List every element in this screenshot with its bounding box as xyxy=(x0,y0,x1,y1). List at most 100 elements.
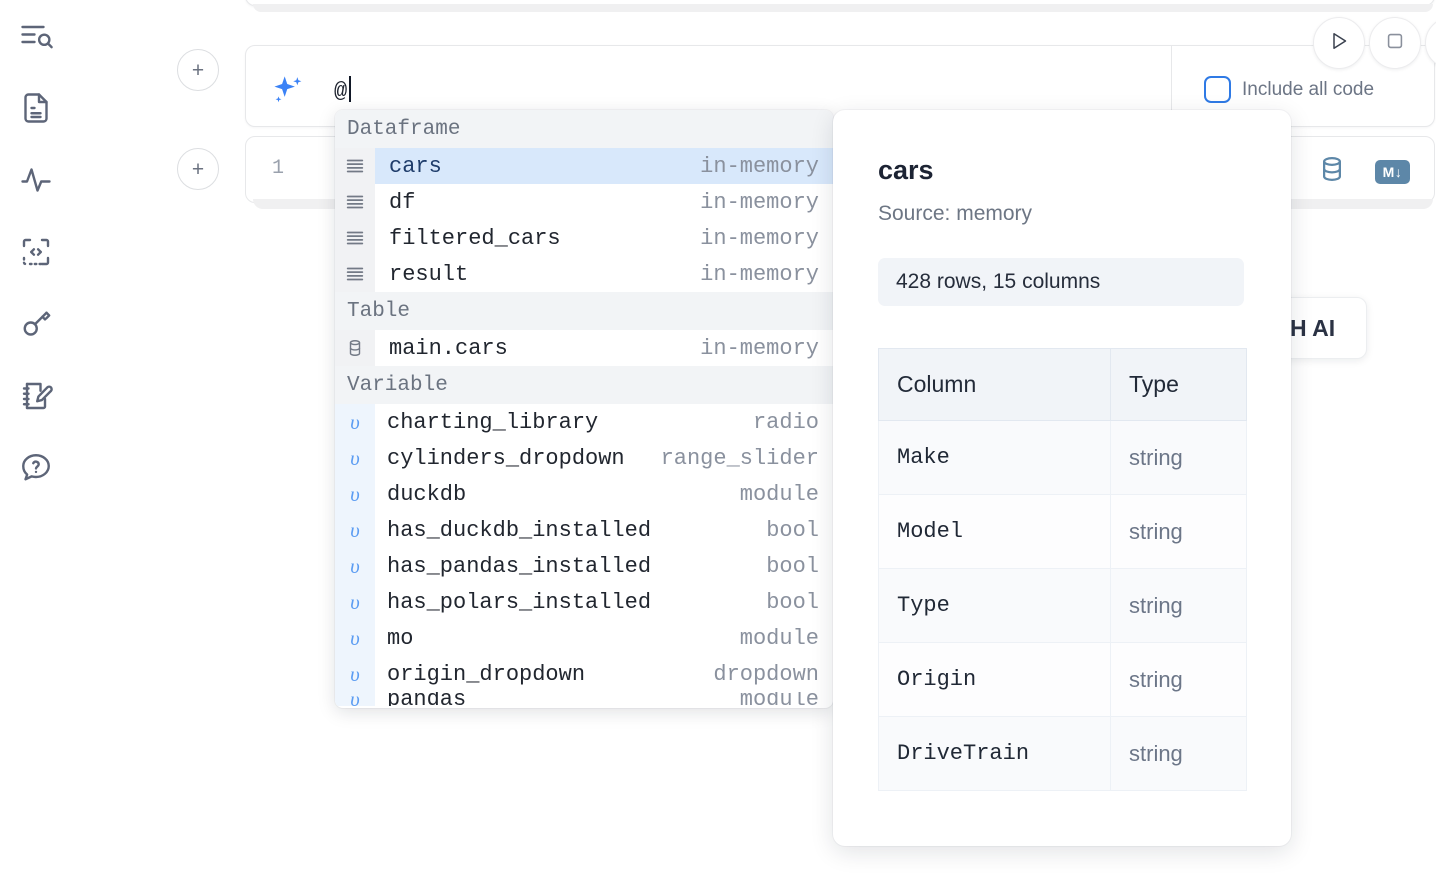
column-name-cell: DriveTrain xyxy=(878,716,1111,791)
variable-icon: υ xyxy=(335,440,375,476)
stop-button[interactable] xyxy=(1369,17,1421,69)
sidebar-item-help[interactable] xyxy=(14,446,58,490)
autocomplete-item[interactable]: υ charting_library radio xyxy=(335,404,833,440)
sidebar-item-outline[interactable] xyxy=(14,14,58,58)
autocomplete-item[interactable]: υ has_duckdb_installed bool xyxy=(335,512,833,548)
line-number: 1 xyxy=(272,157,285,180)
autocomplete-item[interactable]: υ cylinders_dropdown range_slider xyxy=(335,440,833,476)
plus-icon: + xyxy=(191,58,205,82)
ai-card-label: H AI xyxy=(1290,314,1336,341)
autocomplete-item-type: bool xyxy=(766,517,819,543)
sidebar-item-files[interactable] xyxy=(14,86,58,130)
autocomplete-item-type: bool xyxy=(766,589,819,615)
key-icon xyxy=(18,306,54,342)
autocomplete-item-name: filtered_cars xyxy=(389,225,561,251)
column-name-cell: Type xyxy=(878,568,1111,643)
database-icon[interactable] xyxy=(1317,154,1347,189)
autocomplete-item-type: in-memory xyxy=(700,261,819,287)
activity-pulse-icon xyxy=(18,162,54,198)
column-name-cell: Model xyxy=(878,494,1111,569)
autocomplete-item-name: has_pandas_installed xyxy=(387,553,652,579)
run-button[interactable] xyxy=(1313,17,1365,69)
sidebar-item-dependencies[interactable] xyxy=(14,158,58,202)
table-database-icon xyxy=(335,330,375,366)
plus-icon: + xyxy=(191,157,205,181)
autocomplete-item-type: radio xyxy=(752,409,819,435)
autocomplete-item-body: cylinders_dropdown range_slider xyxy=(375,440,833,476)
sidebar-item-scratchpad[interactable] xyxy=(14,374,58,418)
sidebar-item-secrets[interactable] xyxy=(14,302,58,346)
ai-cell-divider xyxy=(1171,46,1172,128)
autocomplete-item-body: has_polars_installed bool xyxy=(375,584,833,620)
autocomplete-item-name: charting_library xyxy=(387,409,599,435)
autocomplete-item-type: range_slider xyxy=(660,445,819,471)
outline-search-icon xyxy=(18,18,54,54)
autocomplete-item[interactable]: υ origin_dropdown dropdown xyxy=(335,656,833,692)
autocomplete-group-header: Dataframe xyxy=(335,110,833,148)
column-name-cell: Make xyxy=(878,420,1111,495)
sidebar-item-snippets[interactable] xyxy=(14,230,58,274)
variable-icon: υ xyxy=(335,548,375,584)
variable-icon: υ xyxy=(335,656,375,692)
markdown-icon[interactable]: M↓ xyxy=(1375,159,1410,184)
preview-source: Source: memory xyxy=(878,202,1033,225)
autocomplete-group-header: Variable xyxy=(335,366,833,404)
autocomplete-item-name: has_duckdb_installed xyxy=(387,517,652,543)
dataframe-icon xyxy=(335,220,375,256)
autocomplete-item-body: has_pandas_installed bool xyxy=(375,548,833,584)
autocomplete-item[interactable]: cars in-memory xyxy=(335,148,833,184)
preview-title: cars xyxy=(878,155,934,185)
variable-icon: υ xyxy=(335,476,375,512)
scratchpad-edit-icon xyxy=(18,378,54,414)
document-icon xyxy=(18,90,54,126)
column-type-cell: string xyxy=(1110,420,1247,495)
autocomplete-item-name: origin_dropdown xyxy=(387,661,586,687)
autocomplete-item-type: bool xyxy=(766,553,819,579)
column-type-cell: string xyxy=(1110,568,1247,643)
autocomplete-item-name: duckdb xyxy=(387,481,467,507)
variable-icon: υ xyxy=(335,404,375,440)
include-all-code-row[interactable]: Include all code xyxy=(1204,76,1374,103)
completion-preview-panel: cars Source: memory 428 rows, 15 columns… xyxy=(833,110,1291,846)
autocomplete-item-name: cylinders_dropdown xyxy=(387,445,625,471)
autocomplete-item-name: mo xyxy=(387,625,414,651)
column-name-cell: Origin xyxy=(878,642,1111,717)
autocomplete-item[interactable]: υ has_pandas_installed bool xyxy=(335,548,833,584)
add-cell-button-bottom[interactable]: + xyxy=(177,148,219,190)
autocomplete-item-name: main.cars xyxy=(389,335,508,361)
autocomplete-item-type: in-memory xyxy=(700,153,819,179)
variable-icon: υ xyxy=(335,512,375,548)
text-caret xyxy=(348,76,351,102)
add-cell-button-top[interactable]: + xyxy=(177,49,219,91)
cell-above-shadow xyxy=(253,4,1433,12)
autocomplete-item-type: dropdown xyxy=(713,661,819,687)
variable-icon: υ xyxy=(335,692,375,706)
ai-prompt-input[interactable]: @ xyxy=(334,76,351,104)
ai-prompt-value: @ xyxy=(334,79,348,104)
autocomplete-item-name: cars xyxy=(389,153,442,179)
dataframe-icon xyxy=(335,184,375,220)
ai-sparkle-icon xyxy=(268,72,308,117)
autocomplete-item-name: has_polars_installed xyxy=(387,589,652,615)
include-all-code-checkbox[interactable] xyxy=(1204,76,1231,103)
autocomplete-item-type: in-memory xyxy=(700,189,819,215)
